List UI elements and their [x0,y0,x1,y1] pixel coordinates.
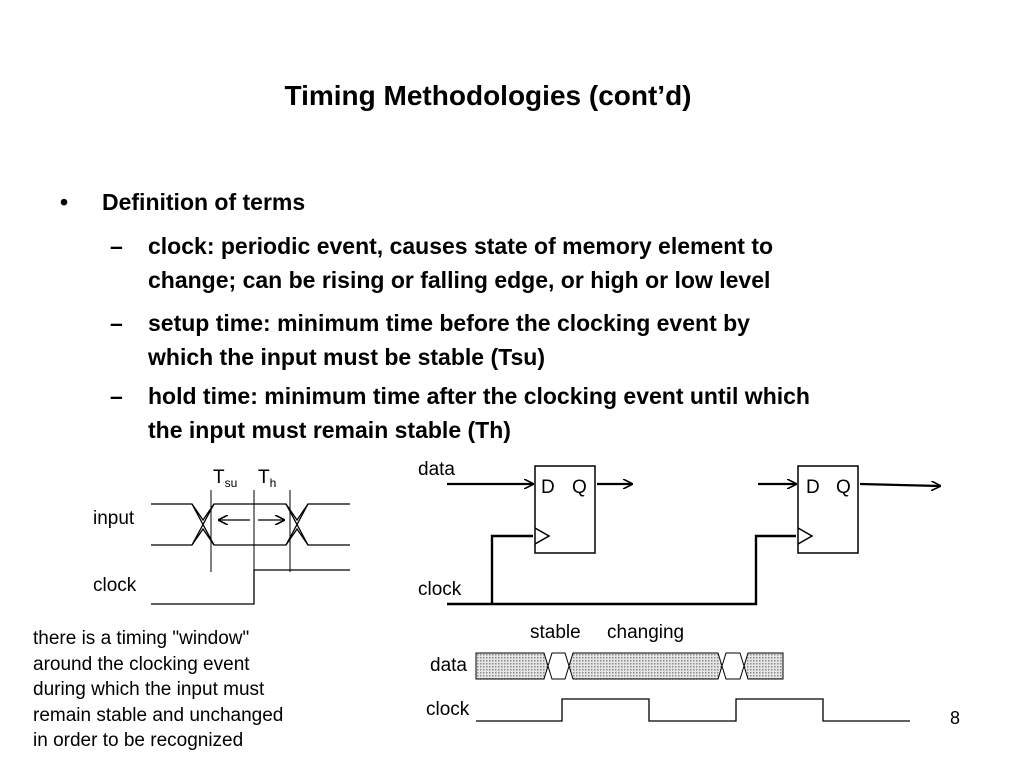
ff2-q-label: Q [836,477,851,498]
data-changing-region-3 [743,652,784,680]
sub-item-clock-line2: change; can be rising or falling edge, o… [148,267,771,293]
input-signal-label: input [93,508,135,529]
sub-item-hold-line2: the input must remain stable (Th) [148,417,511,443]
changing-label: changing [607,622,685,643]
flip-flop-1-clock-triangle [534,527,551,545]
tsu-label-subscript: su [224,476,238,490]
note-line: there is a timing "window" [33,628,250,649]
th-label-subscript: h [269,476,277,490]
th-label-base: T [258,467,270,488]
note-line: during which the input must [33,679,265,700]
bullet-marker: • [60,189,69,215]
circuit-clock-label: clock [418,579,462,600]
input-waveform-cross-right [285,503,309,546]
input-waveform-bottom [151,527,350,546]
page-number: 8 [950,708,961,728]
slide-title: Timing Methodologies (cont’d) [284,80,692,111]
note-line: remain stable and unchanged [33,704,284,726]
input-waveform-cross-left [191,503,215,546]
tsu-label-base: T [213,467,225,488]
data-stable-window-1 [547,652,570,680]
dash-marker: – [110,383,123,409]
clock-signal-label: clock [93,575,137,596]
ff1-q-label: Q [572,477,587,498]
input-waveform-top [151,503,350,522]
q2-output-wire [859,484,940,486]
sub-item-setup-line2: which the input must be stable (Tsu) [148,344,545,370]
note-line: around the clocking event [33,653,250,675]
dash-marker: – [110,233,123,259]
clock-waveform-left [151,569,350,605]
note-line: in order to be recognized [33,730,244,751]
setup-hold-timing-diagram [151,490,350,605]
flip-flop-2-clock-triangle [797,527,814,545]
stable-label: stable [530,622,581,643]
waveform-data-label: data [430,655,467,676]
data-clock-waveform [475,652,910,722]
sub-item-clock-line1: clock: periodic event, causes state of m… [148,233,774,259]
dash-marker: – [110,310,123,336]
timing-window-note: there is a timing "window" around the cl… [33,626,283,754]
data-changing-region-2 [568,652,723,680]
bullet-heading: Definition of terms [102,189,306,215]
tsu-label: Tsu [213,467,238,490]
clock-waveform-bottom [476,698,910,722]
clock-wire [447,534,796,606]
data-stable-window-2 [721,652,745,680]
th-label: Th [258,467,277,490]
ff2-d-label: D [806,477,820,498]
data-changing-region-1 [475,652,549,680]
flip-flop-circuit [447,465,940,606]
waveform-clock-label: clock [426,699,470,720]
sub-item-hold-line1: hold time: minimum time after the clocki… [148,383,810,409]
ff1-d-label: D [541,477,555,498]
sub-item-setup-line1: setup time: minimum time before the cloc… [148,310,750,336]
circuit-data-label: data [418,459,455,480]
